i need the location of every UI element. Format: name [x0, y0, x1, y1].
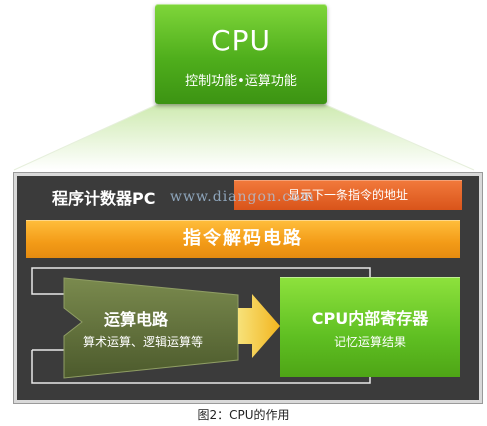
cpu-title: CPU: [211, 24, 271, 57]
registers-title: CPU内部寄存器: [311, 309, 429, 328]
program-counter-label: 程序计数器PC: [52, 189, 156, 208]
program-counter-desc-box: 显示下一条指令的地址: [234, 180, 462, 210]
watermark: www.diangon.com: [170, 189, 315, 205]
alu-subtitle: 算术运算、逻辑运算等: [83, 335, 204, 349]
feedback-loop-bottom: [31, 350, 371, 384]
alu-shape: [63, 277, 239, 379]
funnel-shape: [14, 104, 474, 170]
alu-to-register-arrow: [238, 294, 280, 358]
cpu-subtitle: 控制功能•运算功能: [185, 74, 297, 89]
figure-caption: 图2：CPU的作用: [197, 408, 290, 422]
instruction-decoder-box: 指令解码电路: [26, 220, 460, 258]
cpu-block: CPU 控制功能•运算功能: [155, 4, 327, 104]
feedback-loop-top: [31, 267, 371, 295]
registers-subtitle: 记忆运算结果: [333, 335, 406, 349]
alu-title: 运算电路: [104, 310, 169, 329]
cpu-registers-box: CPU内部寄存器 记忆运算结果: [280, 277, 460, 377]
